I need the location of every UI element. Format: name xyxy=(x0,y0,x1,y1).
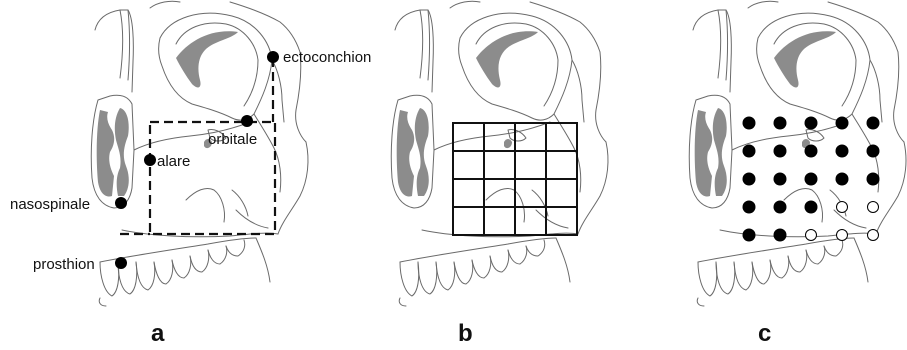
filled-dot xyxy=(743,145,756,158)
panel-label-c: c xyxy=(758,320,771,347)
filled-dot xyxy=(805,117,818,130)
panel-c: c xyxy=(689,1,906,347)
skull-drawing-b xyxy=(391,1,608,306)
open-dot xyxy=(868,202,879,213)
landmark-prosthion xyxy=(115,257,127,269)
filled-dot xyxy=(805,145,818,158)
filled-dot xyxy=(774,117,787,130)
filled-dot xyxy=(743,173,756,186)
landmark-nasospinale xyxy=(115,197,127,209)
open-dot xyxy=(806,230,817,241)
filled-dot xyxy=(743,229,756,242)
label-alare: alare xyxy=(157,153,190,170)
landmark-orbitale xyxy=(241,115,253,127)
filled-dot xyxy=(867,173,880,186)
measurement-grid xyxy=(453,123,577,235)
panel-label-a: a xyxy=(151,320,165,347)
filled-dot xyxy=(743,117,756,130)
filled-dot xyxy=(836,117,849,130)
filled-dot xyxy=(867,145,880,158)
filled-dot xyxy=(774,145,787,158)
filled-dot xyxy=(774,201,787,214)
filled-dot xyxy=(774,229,787,242)
filled-dot xyxy=(836,145,849,158)
open-dot xyxy=(837,202,848,213)
filled-dot xyxy=(805,173,818,186)
filled-dot xyxy=(836,173,849,186)
filled-dot xyxy=(805,201,818,214)
filled-dot xyxy=(774,173,787,186)
filled-dot xyxy=(867,117,880,130)
open-dot xyxy=(837,230,848,241)
panel-a: ectoconchion orbitale alare nasospinale … xyxy=(10,1,371,347)
label-ectoconchion: ectoconchion xyxy=(283,49,371,66)
label-prosthion: prosthion xyxy=(33,256,95,273)
panel-b: b xyxy=(391,1,608,347)
landmark-alare xyxy=(144,154,156,166)
dot-grid xyxy=(743,117,880,242)
landmark-ectoconchion xyxy=(267,51,279,63)
label-nasospinale: nasospinale xyxy=(10,196,90,213)
open-dot xyxy=(868,230,879,241)
panel-label-b: b xyxy=(458,320,473,347)
filled-dot xyxy=(743,201,756,214)
label-orbitale: orbitale xyxy=(208,131,257,148)
